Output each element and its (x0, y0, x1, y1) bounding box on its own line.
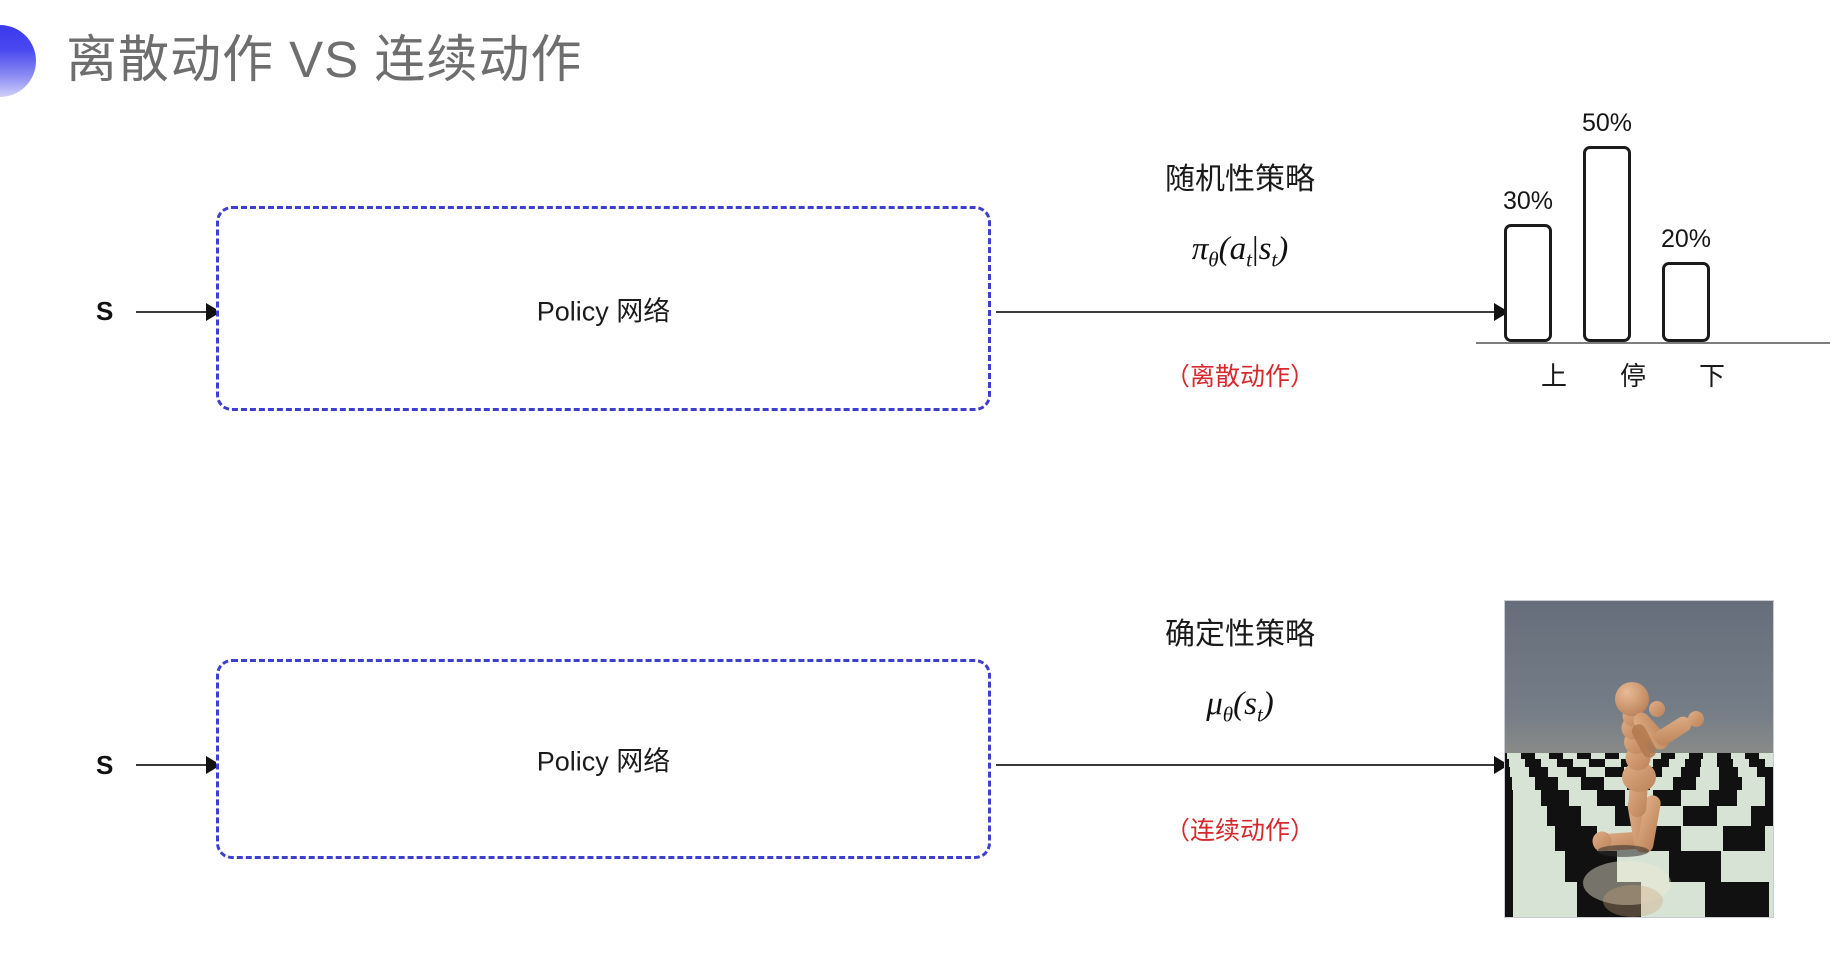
humanoid-scene-svg (1505, 601, 1773, 917)
chart-x-axis (1476, 342, 1830, 344)
bar-rect (1583, 146, 1631, 342)
title-accent-shape (0, 25, 36, 97)
stochastic-policy-formula: πθ(at|st) (1191, 231, 1289, 272)
policy-annotation-bottom: 确定性策略 μθ(st) (1070, 613, 1410, 746)
humanoid-figure (1592, 682, 1704, 853)
bar-value-label: 20% (1660, 225, 1712, 253)
input-arrow-bottom (136, 764, 220, 766)
deterministic-policy-heading: 确定性策略 (1165, 618, 1315, 651)
deterministic-policy-formula: μθ(st) (1206, 686, 1274, 727)
humanoid-simulation-image (1504, 600, 1774, 918)
discrete-action-note: （离散动作） (1164, 363, 1315, 391)
continuous-action-note: （连续动作） (1164, 817, 1315, 845)
bar-category-label: 上 (1540, 361, 1567, 391)
bar-rect (1504, 224, 1552, 342)
policy-annotation-top: 随机性策略 πθ(at|st) (1070, 158, 1410, 291)
input-arrow-top (136, 311, 220, 313)
stochastic-policy-heading: 随机性策略 (1165, 163, 1315, 196)
bar-category-label: 停 (1619, 361, 1646, 391)
discrete-action-note-wrap: （离散动作） (1070, 358, 1410, 396)
bar-value-label: 50% (1581, 109, 1633, 137)
policy-network-box-bottom[interactable]: Policy 网络 (216, 659, 991, 859)
state-input-label-top: S (96, 296, 114, 326)
state-input-label-bottom: S (96, 750, 114, 780)
bar-rect (1662, 262, 1710, 342)
bar-category-label: 下 (1698, 361, 1725, 391)
bar-value-label: 30% (1502, 187, 1554, 215)
output-arrow-bottom (996, 764, 1508, 766)
policy-network-label-bottom: Policy 网络 (536, 746, 671, 777)
page-title: 离散动作 VS 连续动作 (66, 31, 583, 88)
policy-network-box-top[interactable]: Policy 网络 (216, 206, 991, 411)
policy-network-label-top: Policy 网络 (536, 296, 671, 326)
continuous-action-note-wrap: （连续动作） (1070, 812, 1410, 850)
action-probability-bar-chart: 30% 50% 20% 上 停 下 (1470, 109, 1830, 420)
output-arrow-top (996, 311, 1508, 313)
